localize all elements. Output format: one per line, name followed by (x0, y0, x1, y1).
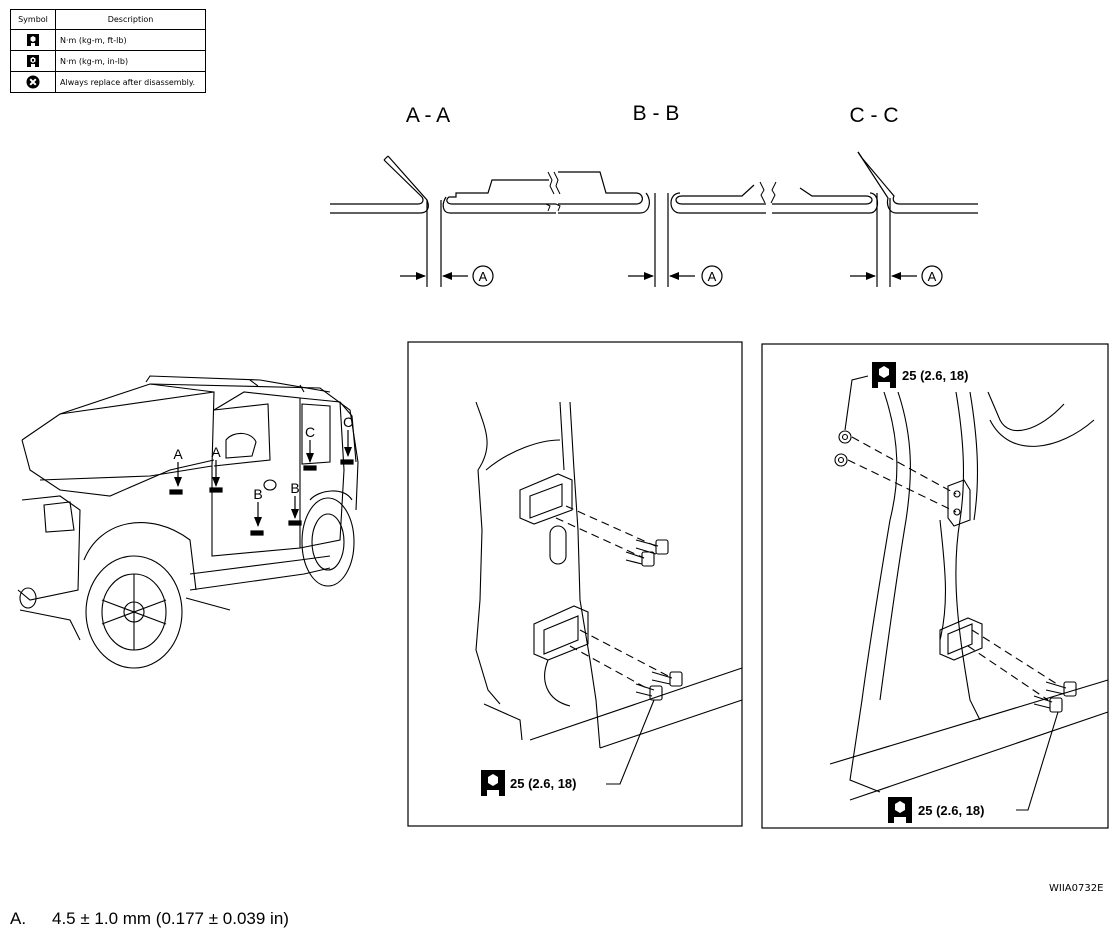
torque-callout-rear-top: 25 (2.6, 18) (872, 362, 969, 388)
symbol-legend-table: Symbol Description N·m (kg-m, ft-lb) N·m… (10, 9, 206, 93)
section-b-b-title: B - B (633, 102, 680, 125)
vehicle-marker-label: B (253, 486, 262, 502)
rear-door-striker-detail (761, 343, 1109, 829)
dimension-label-a: A (928, 269, 937, 284)
section-c-c: C - C A (770, 104, 978, 287)
front-door-striker-detail (407, 341, 743, 827)
legend-description: Always replace after disassembly. (55, 71, 206, 93)
always-replace-icon (26, 75, 40, 89)
dimension-note: A. 4.5 ± 1.0 mm (0.177 ± 0.039 in) (10, 909, 289, 929)
legend-row: Always replace after disassembly. (10, 71, 206, 93)
section-c-c-title: C - C (850, 104, 899, 127)
section-a-a-title: A - A (406, 104, 450, 127)
torque-value-front: 25 (2.6, 18) (510, 776, 577, 791)
note-label: A. (10, 909, 27, 928)
vehicle-marker-label: B (290, 480, 299, 496)
figure-code: WIIA0732E (1049, 883, 1104, 894)
dimension-label-a: A (479, 269, 488, 284)
note-text: 4.5 ± 1.0 mm (0.177 ± 0.039 in) (52, 909, 289, 928)
vehicle-marker-label: A (173, 446, 183, 462)
torque-callout-rear-bottom: 25 (2.6, 18) (888, 797, 985, 823)
torque-value-rear-top: 25 (2.6, 18) (902, 368, 969, 383)
torque-callout-front: 25 (2.6, 18) (481, 770, 577, 796)
section-b-b: B - B A (553, 102, 766, 287)
dimension-label-a: A (708, 269, 717, 284)
vehicle-illustration (17, 375, 359, 669)
vehicle-marker-label: A (211, 444, 221, 460)
vehicle-marker-label: C (343, 414, 353, 430)
torque-value-rear-bottom: 25 (2.6, 18) (918, 803, 985, 818)
vehicle-marker-label: C (305, 424, 315, 440)
vehicle-section-markers (169, 430, 354, 536)
section-a-a: A - A A (330, 104, 556, 287)
legend-row: N·m (kg-m, in-lb) (10, 50, 206, 72)
legend-header-row: Symbol Description (10, 9, 206, 30)
torque-wrench-inlb-icon (27, 55, 39, 67)
torque-wrench-ftlb-icon (27, 34, 39, 46)
